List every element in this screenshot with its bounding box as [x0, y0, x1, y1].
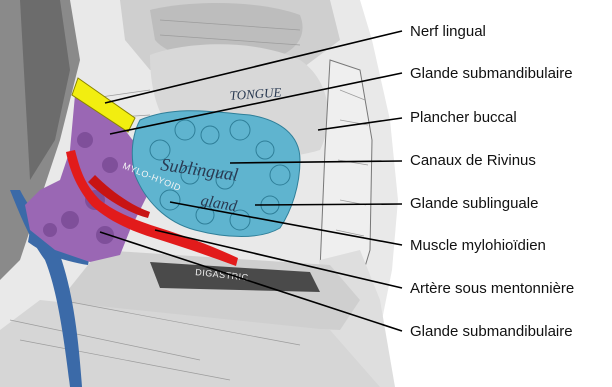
label-plancher-buccal: Plancher buccal [410, 110, 517, 126]
label-glande-submandibulaire-1: Glande submandibulaire [410, 66, 573, 82]
label-nerf-lingual: Nerf lingual [410, 24, 486, 40]
label-glande-sublinguale: Glande sublinguale [410, 196, 538, 212]
label-glande-submandibulaire-2: Glande submandibulaire [410, 324, 573, 340]
label-artere-sous-mentonniere: Artère sous mentonnière [410, 281, 574, 297]
leader-line-glande-sublinguale [255, 204, 402, 205]
label-muscle-mylohioidien: Muscle mylohioïdien [410, 238, 546, 254]
label-canaux-de-rivinus: Canaux de Rivinus [410, 153, 536, 169]
